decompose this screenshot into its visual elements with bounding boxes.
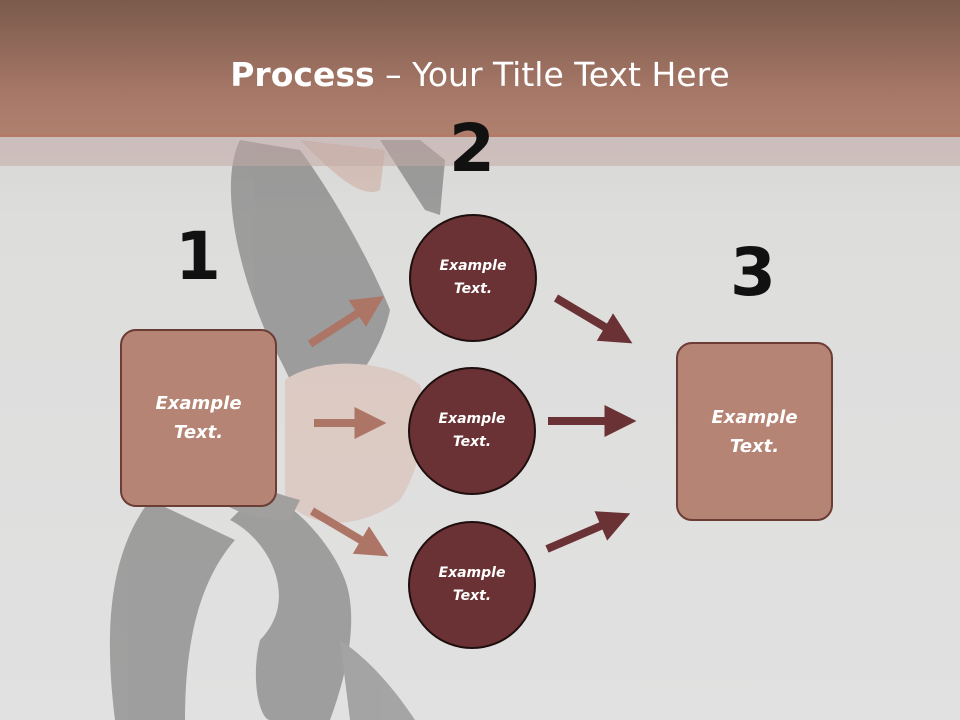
step-2-circle-middle-line-1: Example [438,411,506,427]
title-bar-rule [0,134,960,137]
step-2-circle-bottom: Example Text. [408,521,536,649]
step-2-circle-middle-line-2: Text. [452,434,492,450]
step-2-circle-top-line-2: Text. [453,281,493,297]
step-2-circle-bottom-line-2: Text. [452,588,492,604]
step-3-text-line-1: Example [711,406,798,428]
step-1-text-line-2: Text. [173,422,224,443]
step-3-box: Example Text. [676,342,833,521]
step-3-text-line-2: Text. [729,435,780,457]
step-number-1: 1 [175,218,221,295]
arrow-bottom-to-3 [545,511,631,553]
step-1-box: Example Text. [120,329,277,507]
slide-title-rest: – Your Title Text Here [374,55,730,94]
step-1-text: Example Text. [155,389,241,447]
step-number-2: 2 [449,110,495,187]
arrow-1-to-bottom [309,507,389,557]
step-1-text-line-1: Example [155,393,242,414]
step-2-circle-middle: Example Text. [408,367,536,495]
title-bar-band [0,137,960,166]
arrow-top-to-3 [553,294,633,344]
slide-title-bold: Process [230,55,375,94]
step-2-circle-top: Example Text. [409,214,537,342]
step-number-3: 3 [730,234,776,311]
slide-title: Process – Your Title Text Here [0,52,960,98]
step-2-circle-top-line-1: Example [439,258,507,274]
step-2-circle-bottom-line-1: Example [438,565,506,581]
title-bar [0,0,960,136]
arrow-1-to-top [307,296,385,348]
step-3-text: Example Text. [711,403,797,461]
